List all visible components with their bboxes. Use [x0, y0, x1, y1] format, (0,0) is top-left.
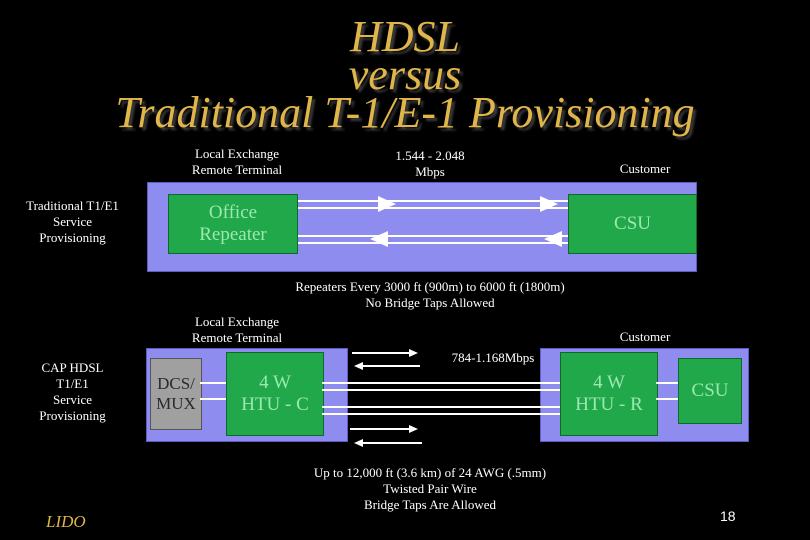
trad-line-upper: [293, 200, 569, 209]
hdsl-line-upper: [322, 382, 560, 391]
trad-side-label: Traditional T1/E1 Service Provisioning: [26, 198, 119, 245]
cap-customer-label: Customer: [619, 329, 671, 344]
trad-arrow-right-2-icon: [540, 196, 558, 212]
lido-logo: LIDO: [46, 512, 86, 531]
trad-arrow-left-2-icon: [544, 231, 562, 247]
trad-csu-box: CSU: [568, 194, 697, 254]
trad-line-lower: [293, 235, 569, 244]
trad-rate-label: 1.544 - 2.048 Mbps: [395, 148, 465, 179]
arrow-right-icon: [409, 425, 418, 433]
trad-local-exchange-label: Local Exchange Remote Terminal: [191, 146, 283, 177]
cap-local-exchange-label: Local Exchange Remote Terminal: [191, 314, 283, 345]
trad-arrow-left-1-icon: [370, 231, 388, 247]
htu-r-box: 4 W HTU - R: [560, 352, 658, 436]
trad-arrow-right-1-icon: [378, 196, 396, 212]
cap-arrow-3: [350, 428, 410, 430]
cap-note: Up to 12,000 ft (3.6 km) of 24 AWG (.5mm…: [313, 465, 547, 512]
arrow-left-icon: [354, 439, 363, 447]
page-number: 18: [720, 508, 736, 524]
trad-customer-label: Customer: [619, 161, 671, 176]
cap-rate-label: 784-1.168Mbps: [451, 350, 535, 365]
cap-arrow-1: [352, 352, 410, 354]
arrow-left-icon: [354, 362, 363, 370]
title-line-2: versus: [348, 50, 462, 99]
dcs-mux-box: DCS/ MUX: [150, 358, 202, 430]
csu-link-upper: [656, 382, 678, 384]
dcs-link-upper: [200, 382, 226, 384]
dcs-link-lower: [200, 398, 226, 400]
arrow-right-icon: [409, 349, 418, 357]
cap-side-label: CAP HDSL T1/E1 Service Provisioning: [39, 360, 106, 423]
trad-note: Repeaters Every 3000 ft (900m) to 6000 f…: [295, 279, 565, 310]
htu-c-box: 4 W HTU - C: [226, 352, 324, 436]
cap-arrow-4: [362, 442, 422, 444]
title-line-3: Traditional T-1/E-1 Provisioning: [115, 88, 695, 137]
cap-arrow-2: [362, 365, 420, 367]
title-line-1: HDSL: [349, 12, 461, 61]
office-repeater-box: Office Repeater: [168, 194, 298, 254]
csu-link-lower: [656, 398, 678, 400]
hdsl-line-lower: [322, 406, 560, 415]
cap-csu-box: CSU: [678, 358, 742, 424]
